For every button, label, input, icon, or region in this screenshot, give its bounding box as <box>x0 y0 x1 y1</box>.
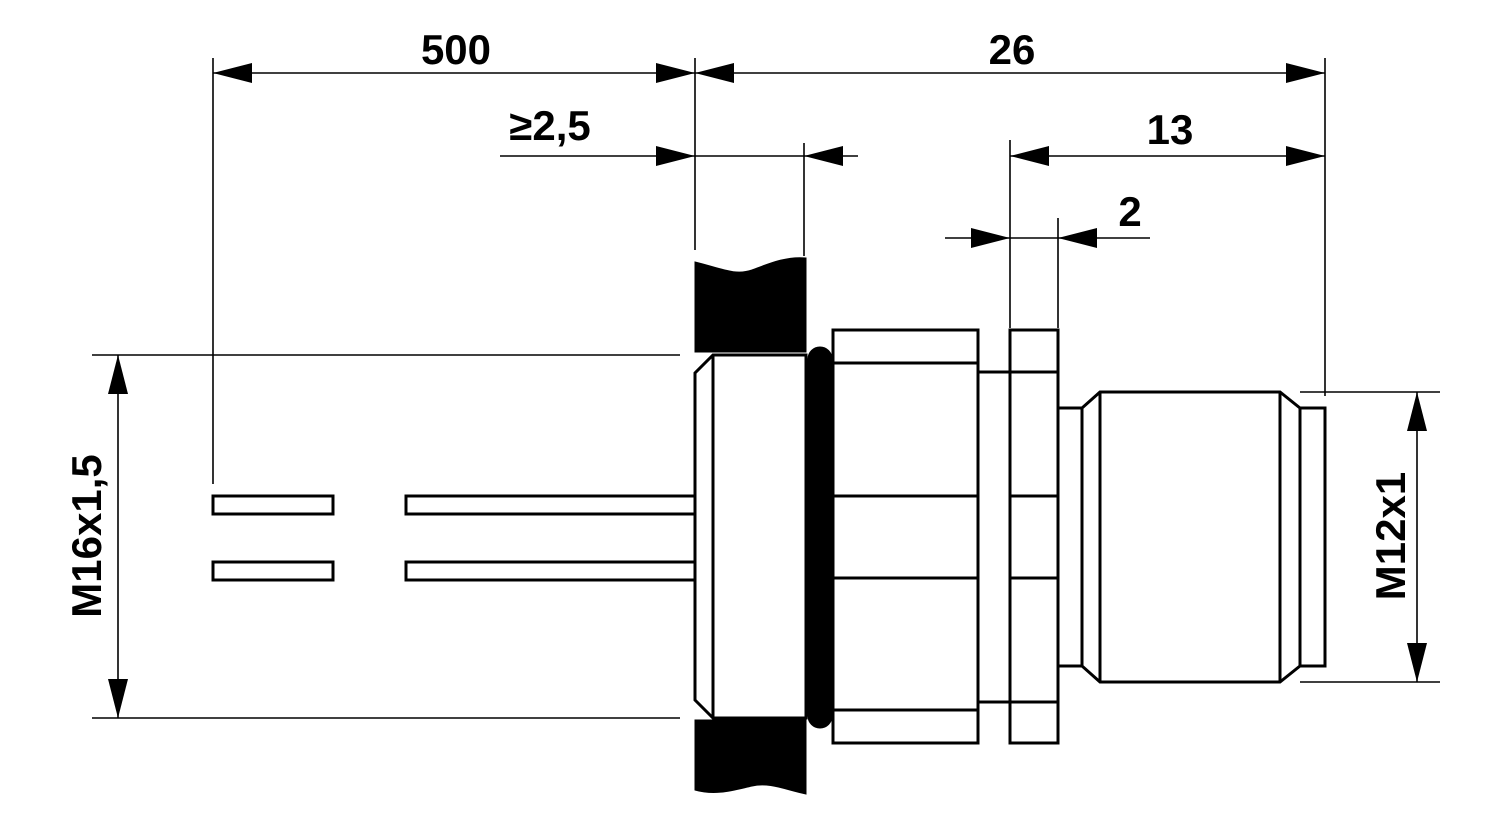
dimension-panel-thread: M16x1,5 <box>63 355 128 718</box>
dimension-label-26: 26 <box>989 26 1036 73</box>
dimension-connector-thread: M12x1 <box>1367 392 1427 682</box>
dimension-label-min-clearance: ≥2,5 <box>509 102 590 149</box>
m12-thread <box>1056 390 1327 684</box>
dimension-overall-length: 26 <box>695 26 1325 83</box>
dimension-label-2: 2 <box>1118 188 1141 235</box>
dimension-label-m16: M16x1,5 <box>63 454 110 617</box>
dimension-nut-thickness: 2 <box>945 188 1150 248</box>
dimension-thread-length: 13 <box>1010 106 1325 166</box>
dimension-cable-length: 500 <box>213 26 695 83</box>
dimension-label-m12: M12x1 <box>1367 472 1414 600</box>
lock-nut <box>1008 328 1060 745</box>
dimension-label-500: 500 <box>421 26 491 73</box>
dimension-label-13: 13 <box>1147 106 1194 153</box>
housing-hex <box>831 328 980 745</box>
panel-wall <box>694 257 807 795</box>
cable-wires <box>211 494 697 582</box>
o-ring-seal <box>807 346 833 729</box>
panel-thread-body <box>693 353 808 720</box>
dimension-min-clearance: ≥2,5 <box>500 102 858 166</box>
housing-neck <box>976 370 1012 704</box>
